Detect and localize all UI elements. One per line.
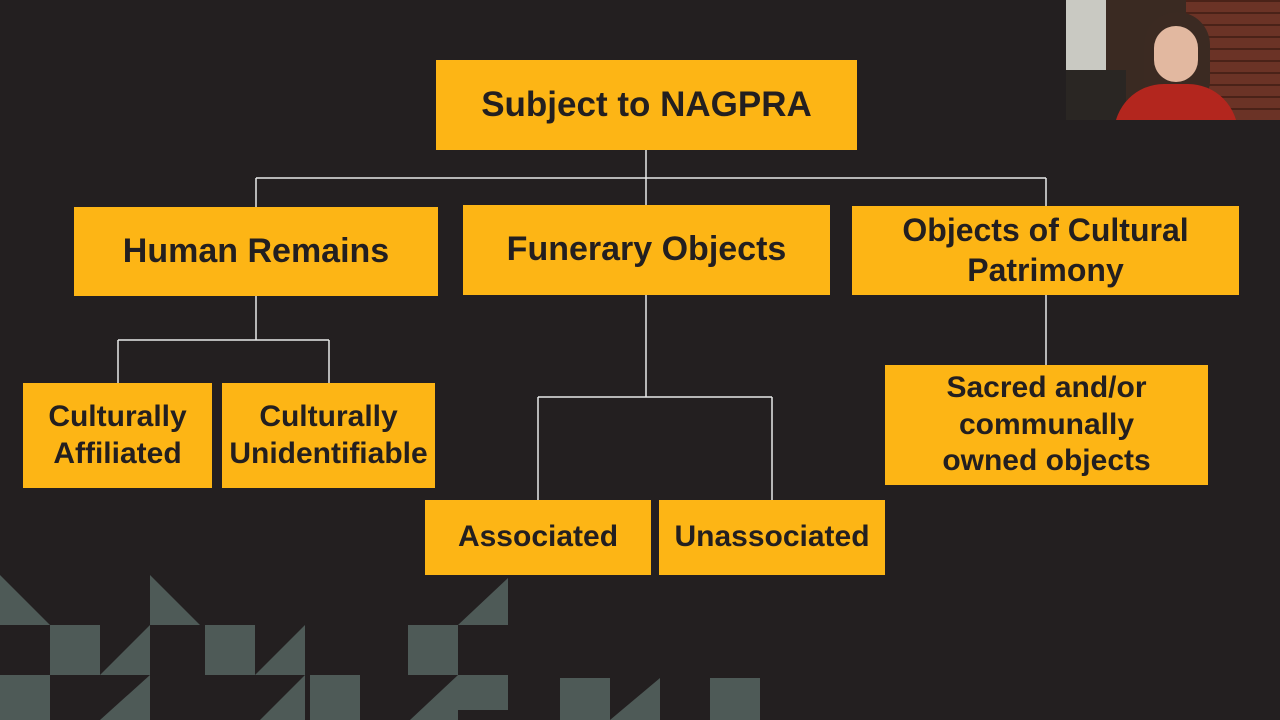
leaf-culturally-unidentifiable: Culturally Unidentifiable bbox=[222, 383, 435, 488]
root-node: Subject to NAGPRA bbox=[436, 60, 857, 150]
category-cultural-patrimony: Objects of Cultural Patrimony bbox=[852, 206, 1239, 295]
category-funerary-objects: Funerary Objects bbox=[463, 205, 830, 295]
category-human-remains: Human Remains bbox=[74, 207, 438, 296]
decorative-triangle-pattern bbox=[0, 575, 760, 720]
leaf-unassociated: Unassociated bbox=[659, 500, 885, 575]
leaf-sacred-communal-objects: Sacred and/or communally owned objects bbox=[885, 365, 1208, 485]
webcam-background-window bbox=[1066, 0, 1106, 70]
presenter-face bbox=[1154, 26, 1198, 82]
leaf-associated: Associated bbox=[425, 500, 651, 575]
webcam-background-shelf bbox=[1066, 70, 1126, 120]
webcam-video bbox=[1066, 0, 1280, 120]
leaf-culturally-affiliated: Culturally Affiliated bbox=[23, 383, 212, 488]
